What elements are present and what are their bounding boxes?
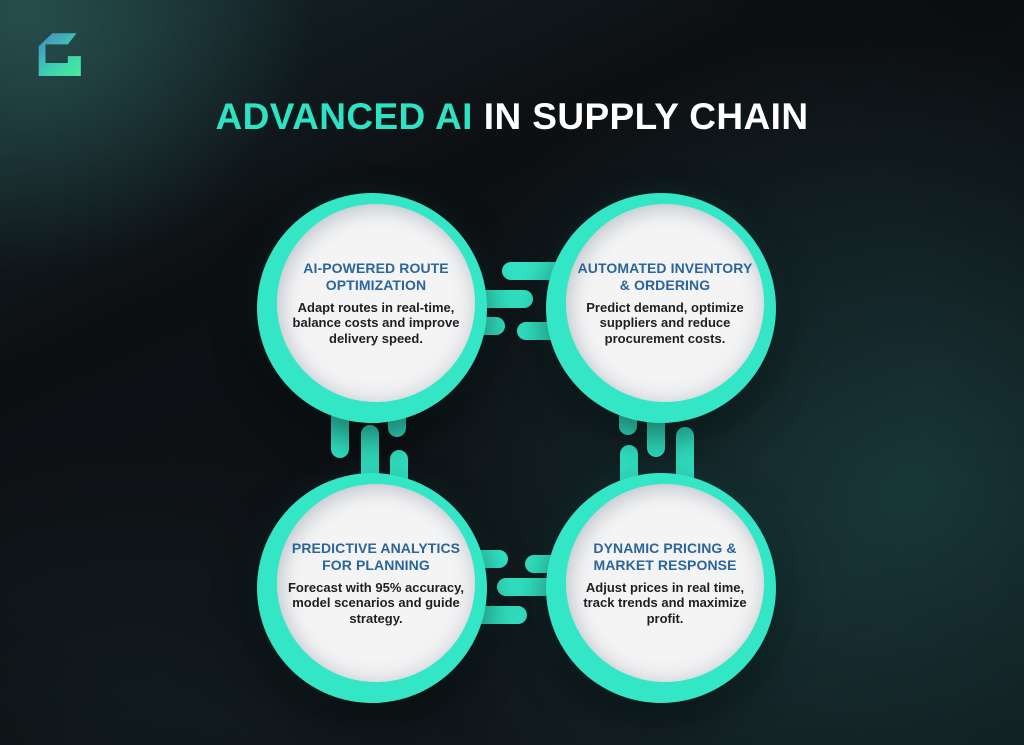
node-heading: AUTOMATED INVENTORY & ORDERING [577,260,753,293]
brand-logo-icon [38,33,81,76]
page-title-accent: ADVANCED AI [215,96,473,137]
node-body: Forecast with 95% accuracy, model scenar… [287,580,465,626]
node-route-optimization: AI-POWERED ROUTE OPTIMIZATION Adapt rout… [257,193,487,423]
page-title-rest: IN SUPPLY CHAIN [483,96,809,137]
node-circle: AUTOMATED INVENTORY & ORDERING Predict d… [566,204,764,402]
node-body: Predict demand, optimize suppliers and r… [586,300,744,346]
node-circle: AI-POWERED ROUTE OPTIMIZATION Adapt rout… [277,204,475,402]
node-heading: DYNAMIC PRICING & MARKET RESPONSE [593,540,737,573]
node-inventory-ordering: AUTOMATED INVENTORY & ORDERING Predict d… [546,193,776,423]
node-body: Adapt routes in real-time, balance costs… [292,300,460,346]
node-circle: DYNAMIC PRICING & MARKET RESPONSE Adjust… [566,484,764,682]
node-dynamic-pricing: DYNAMIC PRICING & MARKET RESPONSE Adjust… [546,473,776,703]
node-predictive-analytics: PREDICTIVE ANALYTICS FOR PLANNING Foreca… [257,473,487,703]
node-circle: PREDICTIVE ANALYTICS FOR PLANNING Foreca… [277,484,475,682]
node-heading: PREDICTIVE ANALYTICS FOR PLANNING [291,540,461,573]
node-heading: AI-POWERED ROUTE OPTIMIZATION [303,260,449,293]
node-body: Adjust prices in real time, track trends… [583,580,747,626]
